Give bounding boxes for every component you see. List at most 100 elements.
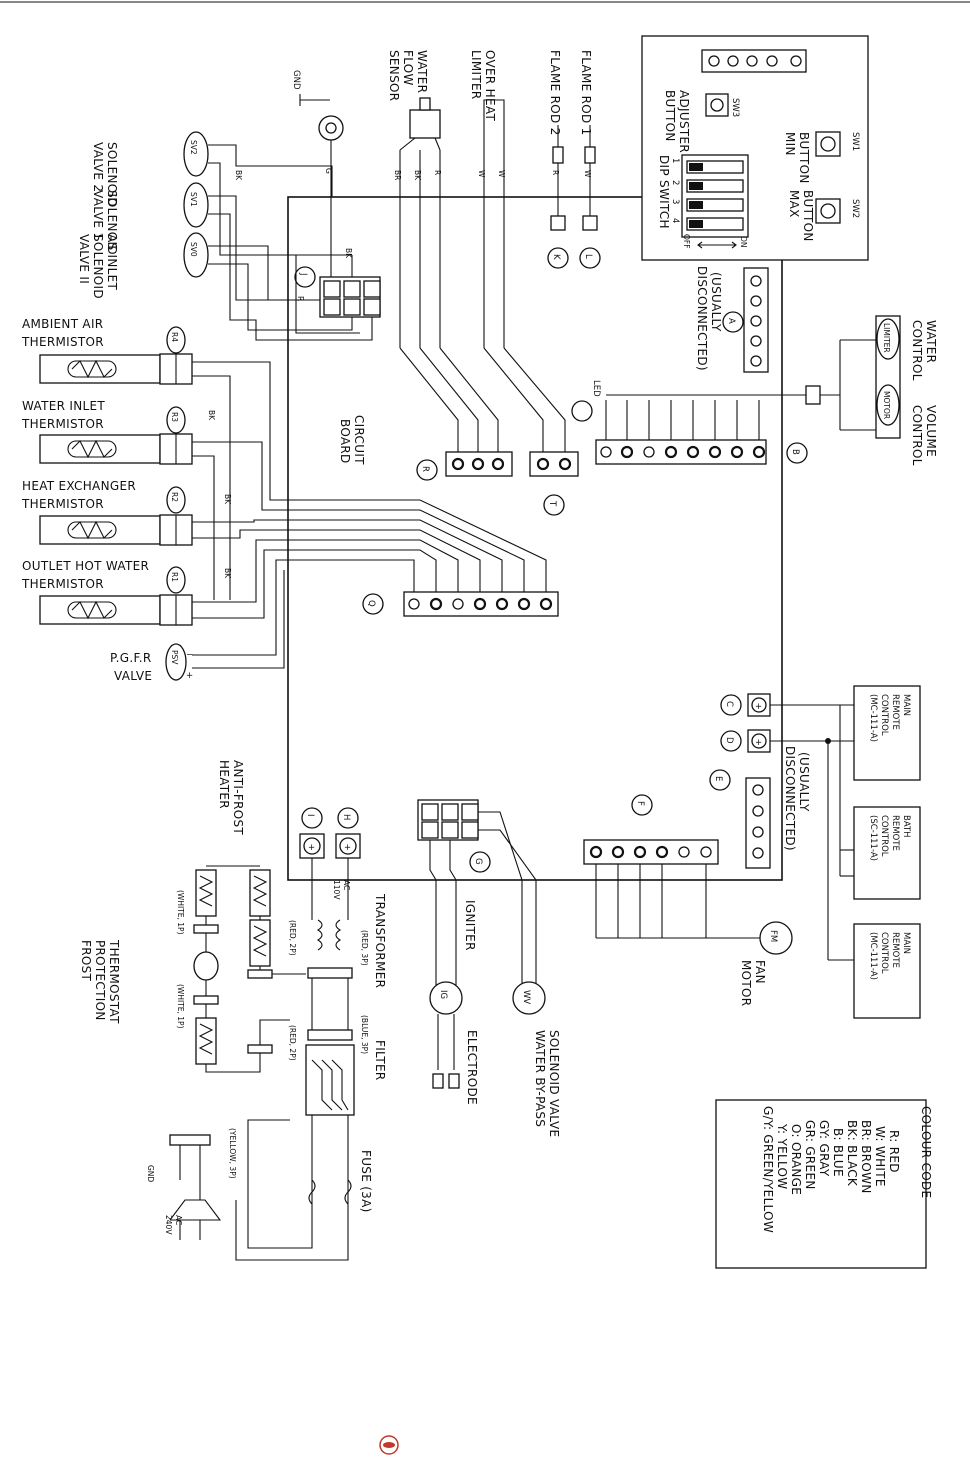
pin (491, 457, 505, 471)
connector-j-tag (294, 266, 316, 288)
ohl-line2: LIMITER (469, 50, 483, 99)
inline-connector (805, 385, 821, 405)
wire-tag: W (583, 170, 592, 178)
electrode-tip (448, 1073, 460, 1089)
red3p-label: (RED, 3P) (360, 930, 369, 966)
pin (589, 845, 603, 859)
volume-control-label: VOLUME CONTROL (910, 405, 938, 466)
connector-l-tag (579, 247, 601, 269)
igniter-label: IGNITER (463, 900, 477, 951)
ac240-line1: AC (174, 1215, 183, 1225)
wire-tag: R (433, 170, 442, 175)
fan-motor (759, 921, 793, 955)
main-remote-control-2 (853, 923, 921, 1019)
sw3-label: SW3 (730, 98, 740, 117)
j-pin (343, 280, 361, 298)
fan-line2: MOTOR (739, 960, 753, 1006)
filter-trace (331, 1059, 349, 1111)
circuit-board-label-line1: CIRCUIT (352, 415, 366, 465)
wire (434, 137, 441, 151)
wire-tag: BK (223, 494, 232, 505)
hx-line2: THERMISTOR (21, 497, 104, 511)
sv1-tag: SV1 (189, 192, 198, 207)
pin (643, 446, 655, 458)
pin (750, 355, 762, 367)
dip-arrow-head-left (697, 241, 703, 249)
wire (235, 1200, 349, 1261)
sv1-label: SOLENOID VALVE 1 (91, 190, 119, 255)
connector-b-tag (786, 442, 808, 464)
r1-tag (166, 566, 186, 594)
wire (192, 539, 459, 603)
dip-switch-label: DIP SWITCH (657, 155, 671, 229)
red2p-b-label: (RED, 2P) (288, 1025, 297, 1061)
dip-lever (689, 220, 703, 228)
r2-tag (166, 486, 186, 514)
electrode-tip (432, 1073, 444, 1089)
wire (208, 245, 269, 300)
adjuster-label: ADJUSTER BUTTON (663, 90, 691, 153)
sv1-line1: SOLENOID (105, 190, 119, 255)
connector-k-pin (550, 215, 566, 231)
circuit-board-label: CIRCUIT BOARD (338, 415, 366, 465)
pgfr-line1: P.G.F.R (110, 651, 152, 665)
pin (752, 784, 764, 796)
pin (600, 446, 612, 458)
wire (192, 549, 437, 619)
wfs-line1: WATER (415, 50, 429, 93)
sv2-line2: VALVE 2 (91, 142, 105, 192)
water-inlet-label: WATER INLET THERMISTOR (21, 399, 105, 431)
connector-r-letter: R (420, 466, 430, 472)
red2p-a-label: (RED, 2P) (288, 920, 297, 956)
connector-t-tag (543, 494, 565, 516)
transformer-connector (307, 967, 353, 979)
mr1-line4: (MC-111-A) (868, 694, 878, 742)
igniter (429, 981, 463, 1015)
wire (429, 840, 437, 985)
motor-part (876, 384, 900, 426)
wire (478, 829, 537, 985)
br-line4: (SC-111-A) (868, 815, 878, 861)
pin (517, 597, 531, 611)
sv2-line1: SOLENOID (105, 142, 119, 207)
pin (451, 457, 465, 471)
wire-tag: BR (393, 170, 402, 180)
connector-l-letter: L (583, 254, 593, 259)
limiter-part (876, 318, 900, 360)
pin (408, 598, 420, 610)
water-flow-sensor-label: WATER FLOW SENSOR (387, 50, 429, 101)
wb-line2: SOLENOID VALVE (547, 1030, 561, 1137)
hx-line1: HEAT EXCHANGER (22, 479, 136, 493)
connector-j-letter: J (298, 272, 308, 276)
water-inlet-thermistor (39, 434, 161, 464)
mr1-line1: MAIN (901, 694, 911, 716)
colour-entry: G/Y: GREEN/YELLOW (761, 1106, 775, 1233)
g-pin (461, 821, 479, 839)
filter-label: FILTER (373, 1040, 387, 1081)
j-pin (343, 298, 361, 316)
min-label-line1: MIN (783, 132, 797, 156)
electrode-label: ELECTRODE (465, 1030, 479, 1105)
pgfr-line2: VALVE (114, 669, 152, 683)
j-pin (323, 298, 341, 316)
wire (192, 455, 215, 600)
br-line3: CONTROL (879, 815, 889, 857)
connector-d-tag (720, 730, 742, 752)
pin (746, 55, 758, 67)
solenoid-valve-1 (183, 182, 209, 228)
mains-plug (169, 1199, 222, 1221)
pin (611, 845, 625, 859)
pin (471, 457, 485, 471)
g-pin (441, 821, 459, 839)
g-pin (441, 803, 459, 821)
water-bypass-label: WATER BY-PASS SOLENOID VALVE (533, 1030, 561, 1137)
wire (449, 840, 457, 985)
thermistor-body (67, 601, 117, 619)
wire-tag: R (296, 296, 305, 301)
pgfr-valve (165, 643, 187, 681)
mr2-line2: REMOTE (890, 932, 900, 968)
sv1-line2: VALVE 1 (91, 190, 105, 240)
mr2-line3: CONTROL (879, 932, 889, 974)
wire (247, 1119, 313, 1249)
j-pin (323, 280, 341, 298)
